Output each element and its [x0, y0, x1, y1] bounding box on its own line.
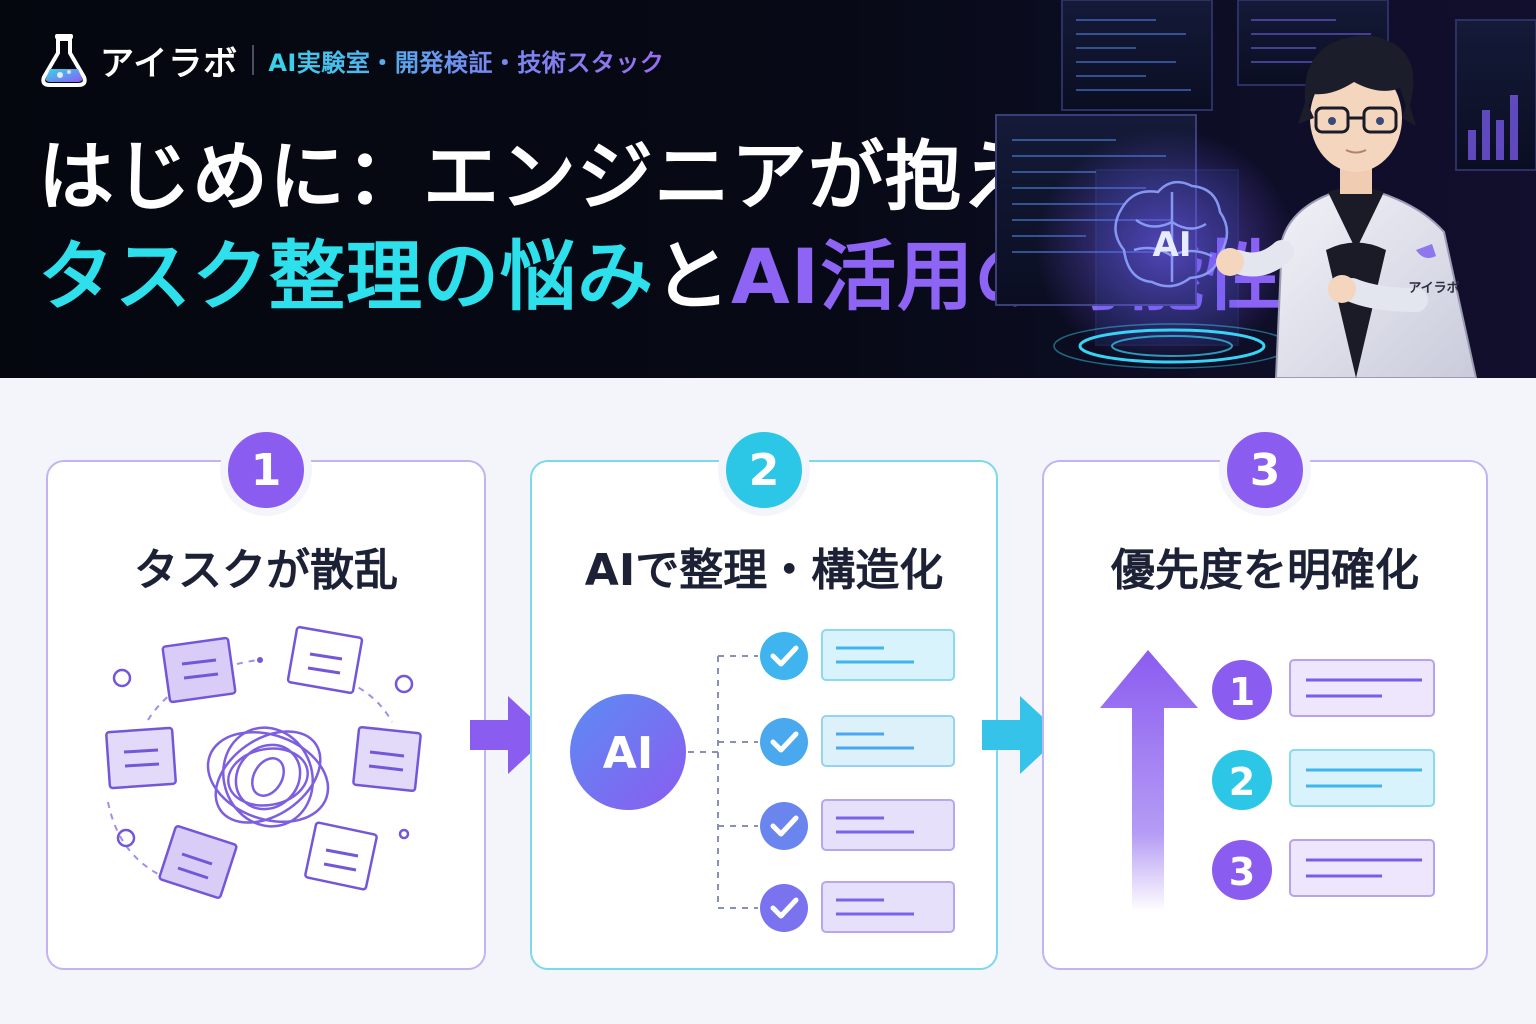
brain-hologram-icon	[1114, 180, 1229, 288]
sticky-note-icon	[352, 725, 422, 793]
step-panel-2: 2 AIで整理・構造化 AI	[530, 424, 998, 970]
step-panel-1: 1 タスクが散乱	[46, 424, 486, 970]
sticky-note-icon	[304, 821, 378, 891]
brand-divider	[252, 45, 255, 75]
headline-highlight-cyan: タスク整理の悩み	[38, 232, 654, 321]
priority-rank-label: 2	[1229, 760, 1255, 804]
step-panel-3: 3 優先度を明確化 1 2 3	[1042, 424, 1488, 970]
priority-up-arrow-icon	[1100, 650, 1198, 912]
headline-line-1: はじめに：エンジニアが抱える	[38, 132, 1114, 221]
priority-item-2: 2	[1212, 749, 1435, 810]
sticky-note-icon	[105, 726, 177, 790]
brand-tagline: AI実験室・開発検証・技術スタック	[268, 43, 664, 78]
ai-core-icon	[570, 694, 686, 810]
header-banner: アイラボ AI実験室・開発検証・技術スタック はじめに：エンジニアが抱える タス…	[0, 0, 1536, 378]
engineer-figure: アイラボ	[1216, 35, 1478, 378]
priority-item-1: 1	[1212, 659, 1435, 720]
headline-connector: と	[654, 232, 731, 321]
checked-task-item	[760, 715, 955, 767]
sticky-note-icon	[161, 636, 237, 704]
ai-structuring-illustration: AI	[570, 629, 955, 933]
step-number-badge-3: 3	[1219, 424, 1311, 516]
priority-rank-label: 3	[1229, 850, 1255, 894]
step-title-1: タスクが散乱	[134, 545, 398, 596]
coat-logo-label: アイラボ	[1408, 280, 1459, 296]
ai-core-label: AI	[603, 728, 653, 779]
step-title-2: AIで整理・構造化	[584, 545, 944, 596]
step-title-3: 優先度を明確化	[1111, 545, 1419, 596]
checked-task-item	[760, 799, 955, 851]
sticky-note-icon	[286, 625, 364, 695]
brand-name: アイラボ	[100, 43, 239, 84]
tangled-scribble-icon	[206, 726, 330, 828]
priority-rank-label: 1	[1229, 670, 1255, 714]
flask-logo-icon	[41, 34, 87, 87]
step-number-badge-1: 1	[220, 424, 312, 516]
checked-task-item	[760, 629, 955, 681]
priority-item-3: 3	[1212, 839, 1435, 900]
flow-arrow-icon	[982, 696, 1062, 774]
hologram-ai-label: AI	[1153, 225, 1192, 265]
priority-ranking-illustration: 1 2 3	[1100, 650, 1435, 912]
engineer-illustration: AI アイラボ	[995, 0, 1536, 378]
scattered-tasks-illustration	[105, 625, 422, 899]
step-number-badge-2: 2	[718, 424, 810, 516]
flow-arrow-icon	[470, 696, 550, 774]
sticky-note-icon	[158, 825, 238, 899]
brand: アイラボ AI実験室・開発検証・技術スタック	[38, 30, 664, 90]
checked-task-item	[760, 881, 955, 933]
